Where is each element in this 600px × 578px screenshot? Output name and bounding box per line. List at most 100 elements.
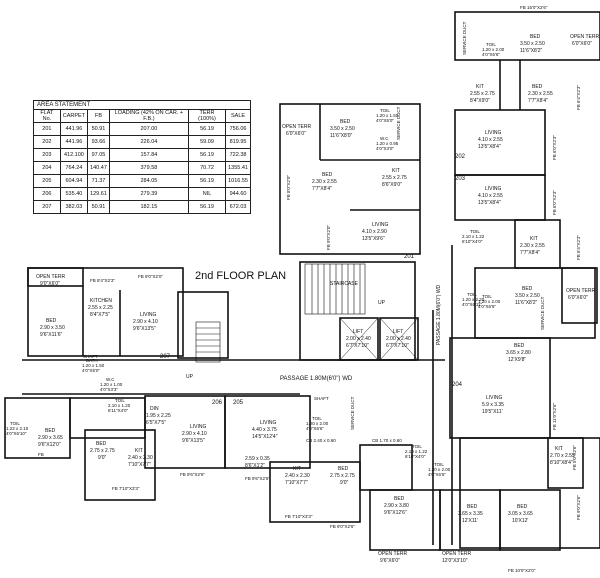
room-name: BED [514,343,525,349]
table-cell: 207 [33,200,61,214]
table-cell: 202 [33,135,61,149]
room-name: KIT [555,446,563,452]
room-name: LIVING [260,420,277,426]
room-name: BED [532,84,543,90]
room-ft: 7'7"X8'4" [312,186,332,192]
fb-label: FB 6'4"X2'3" [576,85,581,110]
flat-205: 205 LIVING 4.40 x 3.75 14'5"X12'4" 2.59 … [233,400,355,529]
room-ft: 12'0"X3'10" [442,558,468,564]
room-ft: 8'6"X9'0" [382,182,402,188]
room-ft: 9'0" [340,480,349,486]
table-cell: 93.66 [87,135,110,149]
flat-203: 203 LIVING 4.10 x 2.55 13'5"X8'4" KIT 2.… [455,176,595,309]
room-dim: 2.40 x 2.30 [285,473,310,479]
room-ft: 4'0"X5'0" [376,118,394,123]
table-cell: 56.19 [187,174,227,188]
table-header: LOADING (42% ON CAR. + F.B.) [108,109,189,123]
room-dim: 1.20 x 2.00 [482,47,505,52]
flat-number: 207 [160,354,171,360]
room-ft: 11'6"X8'0" [330,133,353,139]
fb-label: FB 8'4"X2'3" [90,278,115,283]
table-header: CARPET [59,109,89,123]
table-cell: 204 [33,161,61,175]
room-name: W.C [380,136,389,141]
room-name: OPEN TERR [442,551,471,557]
room-dim: 2.70 x 2.55 [550,453,575,459]
passage-main-label: PASSAGE 1.80M(6'0") WD [280,376,353,382]
table-cell: 182.15 [108,200,189,214]
room-ft: 9'0"X6'0" [40,281,60,287]
service-duct-4: SERVICE DUCT [540,296,545,330]
room-name: KIT [530,236,538,242]
table-cell: 56.19 [187,122,227,136]
room-dim: 1.20 x 0.95 [376,141,399,146]
room-dim: 3.50 x 2.50 [330,126,355,132]
room-dim: 1.20 x 2.20 [462,297,485,302]
room-name: BED [530,34,541,40]
room-name: OPEN TERR [570,34,599,40]
room-ft: 7'7"X8'4" [528,98,548,104]
room-dim: 2.10 x 1.20 [108,403,131,408]
room-dim: 4.40 x 3.75 [252,427,277,433]
up-label-1: UP [378,300,386,306]
room-ft: 9'6"X6'0" [380,558,400,564]
room-ft: 11'6"X8'2" [515,300,538,306]
room-dim: 2.90 x 4.10 [182,431,207,437]
table-cell: 604.94 [59,174,89,188]
table-cell: 226.04 [108,135,189,149]
fb-label: FB 9'0"X2'0" [326,225,331,250]
lift-1-dim: 2.00 x 2.40 [346,336,371,342]
room-dim: 2.30 x 2.55 [528,91,553,97]
flat-number: 201 [404,254,415,260]
room-ft: 4'0"X6'6" [428,472,446,477]
room-name: BED [96,441,107,447]
room-name: TOIL [482,294,492,299]
room-name: TOIL [434,462,444,467]
room-dim: 3.05 x 3.65 [508,511,533,517]
room-name: KIT [293,466,301,472]
room-name: BED [338,466,349,472]
fb-label: FB 10'0"X2'0" [508,568,536,573]
table-header: TERR (100%) [187,109,227,123]
flat-number: 204 [452,382,463,388]
table-row: 202 441.96 93.66 226.04 59.09 819.95 [33,135,251,149]
flat-number: 205 [233,400,244,406]
room-name: TOIL [467,292,477,297]
room-ft: 4'0"X3'3" [100,387,118,392]
room-dim: 1.20 x 1.00 [100,382,123,387]
table-cell: 819.95 [225,135,251,149]
table-cell: 56.19 [187,200,227,214]
room-dim: 2.90 x 4.10 [133,319,158,325]
flat-number: 203 [455,176,466,182]
room-name: TOIL [10,421,20,426]
room-dim: 4.10 x 2.55 [478,193,503,199]
room-ft: 4'0"X6'6" [482,52,500,57]
room-dim: 5.9 x 3.35 [482,402,504,408]
table-cell: 206 [33,187,61,201]
flat-207: 207 LIVING 2.90 x 4.10 9'6"X13'5" BED 2.… [36,274,171,392]
room-ft: 7'10"X7'7" [128,462,151,468]
plan-title: 2nd FLOOR PLAN [195,270,286,282]
room-name: BED [45,428,56,434]
room-name: BED [46,318,57,324]
room-dim: 2.75 x 2.75 [330,473,355,479]
table-cell: 284.05 [108,174,189,188]
room-ft: 7'7"X8'4" [520,250,540,256]
table-cell: 140.47 [87,161,110,175]
room-ft: 8'4"X7'5" [90,312,110,318]
table-row: 201 441.96 50.91 207.00 56.19 756.06 [33,122,251,136]
room-name: OPEN TERR [36,274,65,280]
room-name: TOIL [115,398,125,403]
table-cell: 379.58 [108,161,189,175]
room-name: BED [522,286,533,292]
room-dim: 4.10 x 2.90 [362,229,387,235]
lift-crosses [339,317,419,361]
area-statement-table: AREA STATEMENT FLAT No. CARPET FB LOADIN… [33,100,251,214]
room-dim: 2.90 x 3.80 [384,503,409,509]
fb-label: FB 6'4"X2'3" [576,235,581,260]
room-ft: 9'6"X12'0" [38,442,61,448]
table-cell: 1355.41 [225,161,251,175]
room-ft: 13'5"X8'4" [478,200,501,206]
room-ft: 12'X9'8" [508,357,526,363]
room-ft: 6'11"X4'0" [108,408,128,413]
